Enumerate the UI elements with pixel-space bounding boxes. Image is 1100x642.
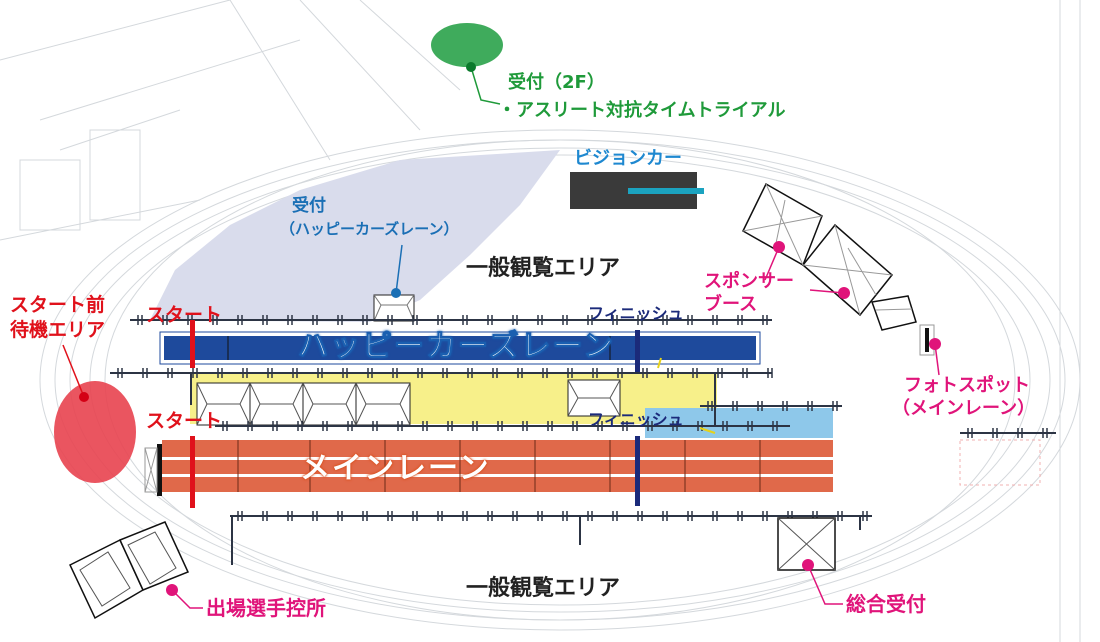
happy-reception-label: 受付	[292, 196, 326, 216]
viewing-area-bottom: 一般観覧エリア	[466, 576, 621, 601]
general-reception-dot	[802, 559, 814, 571]
waiting-area-label: スタート前	[10, 294, 106, 316]
vision-car-screen	[628, 188, 704, 194]
main-lane-label: メインレーン	[300, 451, 491, 486]
photo-spot-sublabel: （メインレーン）	[892, 398, 1036, 419]
athlete-leader	[171, 589, 203, 609]
sponsor-dot	[773, 241, 785, 253]
sponsor-label: スポンサー	[704, 271, 794, 292]
vision-car-label: ビジョンカー	[574, 148, 682, 169]
waiting-area	[54, 381, 136, 483]
sponsor-dot	[838, 287, 850, 299]
sponsor-booths	[742, 182, 935, 356]
general-reception-tent	[777, 517, 836, 571]
happy-reception-sublabel: （ハッピーカーズレーン）	[280, 220, 459, 238]
happy-lane	[159, 331, 761, 365]
start-line-happy	[190, 320, 195, 368]
time-trial-label: ・アスリート対抗タイムトライアル	[498, 100, 786, 121]
happy-reception-leader	[395, 244, 403, 294]
sponsor-sublabel: ブース	[704, 294, 758, 315]
yellow-marker	[657, 357, 662, 369]
finish-line-main	[635, 436, 640, 506]
photo-dot	[929, 338, 941, 350]
reception-2f-dot	[466, 62, 476, 72]
photo-spot-label: フォトスポット	[904, 375, 1030, 396]
finish-line-happy	[635, 330, 640, 372]
reception-2f-area	[431, 23, 503, 67]
finish-label-main: フィニッシュ	[588, 410, 684, 429]
waiting-area-sublabel: 待機エリア	[10, 319, 106, 341]
viewing-area-top: 一般観覧エリア	[466, 256, 621, 281]
fences	[110, 315, 1056, 565]
athlete-dot	[166, 584, 178, 596]
athlete-room-label: 出場選手控所	[206, 596, 326, 620]
happy-lane-label: ハッピーカーズレーン	[298, 329, 615, 364]
main-lane	[144, 440, 833, 496]
waiting-leader	[62, 344, 85, 398]
athlete-room	[69, 521, 190, 620]
start-line-main	[190, 436, 195, 508]
reception-2f-label: 受付（2F）	[508, 72, 605, 93]
general-reception-leader	[807, 564, 843, 605]
yellow-marker	[699, 427, 716, 434]
start-label-happy: スタート	[146, 304, 223, 326]
happy-reception-tent	[373, 294, 415, 322]
finish-label-happy: フィニッシュ	[588, 304, 684, 323]
start-label-main: スタート	[146, 410, 223, 432]
happy-reception-area	[150, 150, 560, 322]
happy-reception-dot	[391, 288, 401, 298]
general-reception-label: 総合受付	[846, 592, 926, 616]
waiting-dot	[79, 392, 89, 402]
reception-2f-leader	[470, 66, 501, 105]
tents-row	[196, 379, 621, 426]
